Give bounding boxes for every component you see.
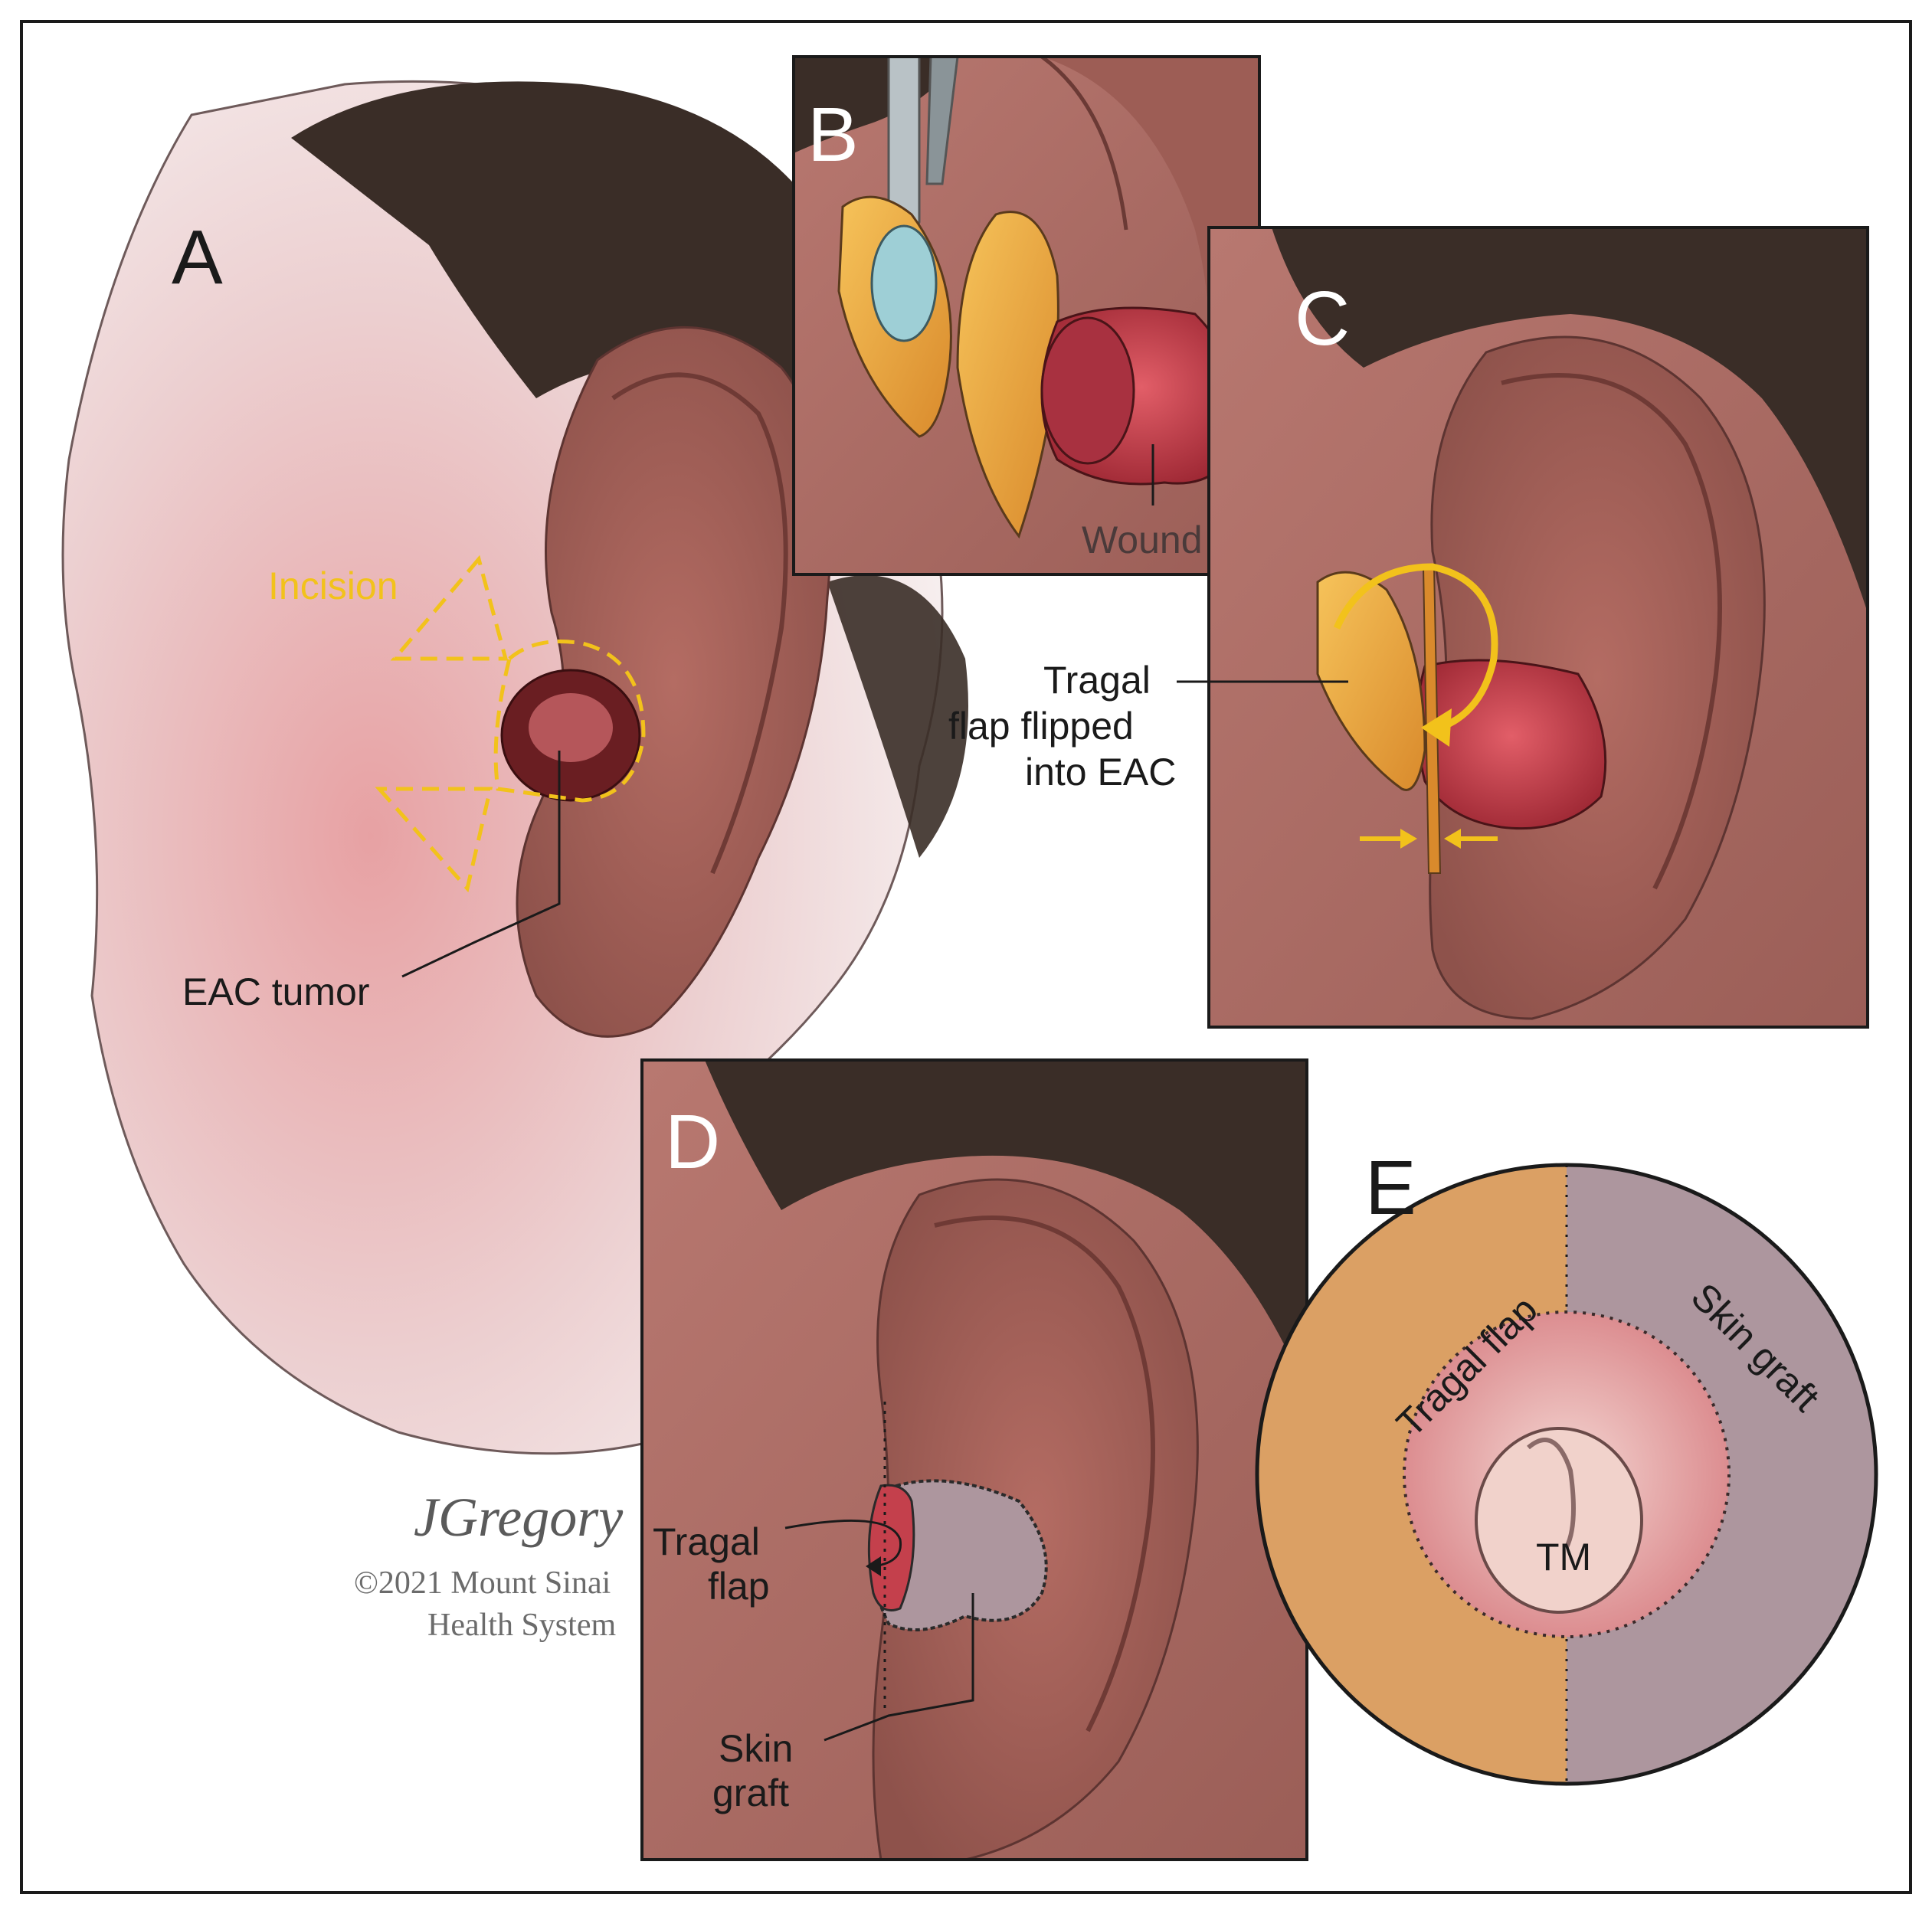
label-tragal-c-1: Tragal [1043, 659, 1151, 702]
label-tragal-c-3: into EAC [1025, 751, 1176, 793]
flip-arrow [1333, 563, 1498, 731]
label-tragal-d-1: Tragal [653, 1520, 760, 1563]
leader-eac-tumor [401, 751, 561, 978]
panel-c-frame [1207, 226, 1869, 1029]
ear-d [872, 1178, 1199, 1860]
label-tm: TM [1536, 1536, 1591, 1579]
hair-back-a [827, 575, 968, 858]
label-graft-d-2: graft [712, 1772, 789, 1814]
panel-b: B Wound [792, 55, 1261, 576]
credit: JGregory ©2021 Mount Sinai Health System [354, 1487, 623, 1643]
label-wound: Wound [1082, 519, 1203, 561]
cartilage-b [956, 211, 1059, 539]
ear-c [1429, 335, 1766, 1020]
panel-letter-d: D [665, 1099, 720, 1185]
ear-fold-b [1042, 57, 1259, 475]
tumor-mass [529, 693, 613, 762]
label-incision: Incision [268, 564, 398, 607]
figure-border [20, 20, 1912, 1894]
tragal-flap-d [867, 1484, 915, 1611]
hair-a [291, 81, 870, 475]
leader-skin-graft [824, 1593, 974, 1742]
panel-letter-e: E [1365, 1145, 1416, 1231]
panel-d: D Tragal flap Skin graft [640, 1058, 1308, 1861]
tragal-flap-c [1316, 571, 1426, 791]
label-tragal-c-2: flap flipped [948, 705, 1134, 748]
panel-letter-a: A [172, 214, 223, 300]
credit-line2: Health System [427, 1608, 616, 1643]
credit-line1: ©2021 Mount Sinai [354, 1566, 611, 1601]
signature: JGregory [414, 1487, 623, 1548]
wound-canal-c [1416, 659, 1607, 830]
panel-c: C Tragal flap flipped into EAC [948, 226, 1869, 1029]
label-graft-d-1: Skin [719, 1727, 793, 1770]
ear-helix-a [611, 372, 788, 875]
label-eac-tumor: EAC tumor [182, 970, 370, 1013]
tympanic-membrane [1475, 1427, 1643, 1614]
panel-letter-c: C [1295, 276, 1350, 362]
panel-letter-b: B [807, 92, 859, 178]
incision-outline [375, 555, 646, 893]
panel-e: E Tragal flap Skin graft TM [1255, 1145, 1878, 1786]
panel-a: A Incision EAC tumor [61, 80, 968, 1455]
label-tragal-d-2: flap [708, 1565, 770, 1608]
